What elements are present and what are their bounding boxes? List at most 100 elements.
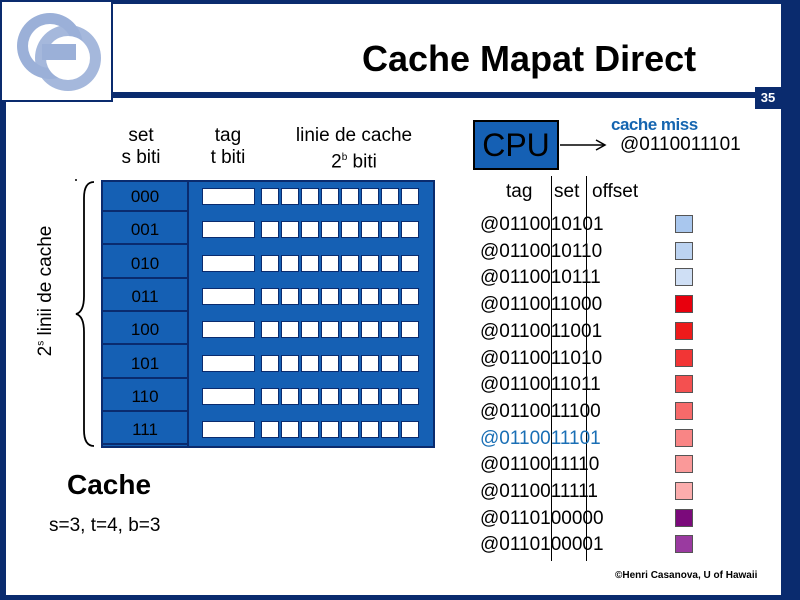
brace-icon — [75, 179, 95, 447]
address-color-swatch — [675, 321, 693, 340]
cache-byte-cell — [401, 421, 419, 439]
cache-byte-cell — [361, 221, 379, 239]
addr-tag-header: tag — [506, 181, 533, 202]
line-header-line1: linie de cache — [295, 125, 413, 146]
header-band — [6, 4, 781, 92]
request-address: @0110011101 — [620, 134, 741, 155]
address-entry: @0110100000 — [480, 507, 604, 529]
cache-byte-cell — [381, 321, 399, 339]
cpu-box: CPU — [473, 120, 559, 170]
cache-byte-cell — [361, 421, 379, 439]
copyright: ©Henri Casanova, U of Hawaii — [615, 570, 758, 581]
address-entry: @0110011111 — [480, 481, 598, 502]
cache-byte-cell — [301, 421, 319, 439]
cache-byte-cell — [281, 421, 299, 439]
cache-byte-cell — [401, 188, 419, 205]
addr-offset-header: offset — [592, 181, 639, 202]
cache-byte-cell — [261, 188, 279, 205]
cache-byte-cell — [321, 354, 339, 372]
address-color-swatch — [675, 482, 693, 500]
cache-byte-cell — [301, 387, 319, 405]
set-column-header: set s biti — [108, 125, 174, 169]
logo-icon — [17, 13, 101, 91]
cache-byte-cell — [281, 287, 299, 305]
cache-byte-cell — [281, 354, 299, 372]
cache-byte-cell — [341, 254, 359, 272]
address-color-swatch — [675, 401, 693, 420]
address-color-swatch — [675, 535, 693, 554]
cache-byte-cell — [381, 421, 399, 439]
cache-byte-cell — [401, 387, 419, 405]
cache-byte-cell — [361, 321, 379, 339]
tag-field — [202, 221, 255, 239]
cache-byte-cell — [261, 221, 279, 239]
address-color-swatch — [675, 241, 693, 260]
cache-byte-cell — [401, 287, 419, 305]
logo — [0, 0, 113, 102]
cache-byte-cell — [341, 387, 359, 405]
set-offset-divider — [586, 176, 587, 561]
cache-byte-cell — [261, 287, 279, 305]
cache-byte-cell — [321, 287, 339, 305]
cache-byte-cell — [401, 354, 419, 372]
cache-byte-cell — [341, 354, 359, 372]
cache-byte-cell — [281, 254, 299, 272]
tag-header-line2: t biti — [210, 147, 246, 168]
tag-field — [202, 188, 255, 205]
tag-field — [202, 387, 255, 405]
address-color-swatch — [675, 375, 693, 394]
cache-byte-cell — [261, 421, 279, 439]
cache-byte-cell — [301, 287, 319, 305]
cache-byte-cell — [301, 254, 319, 272]
cache-byte-cell — [301, 354, 319, 372]
set-index-cell: 111 — [102, 414, 188, 446]
tag-field — [202, 254, 255, 272]
cache-byte-cell — [321, 254, 339, 272]
set-divider — [187, 181, 189, 447]
cache-byte-cell — [381, 221, 399, 239]
cache-byte-cell — [341, 287, 359, 305]
set-index-cell: 101 — [102, 348, 188, 379]
cache-byte-cell — [321, 188, 339, 205]
address-entry: @0110011101 — [480, 427, 601, 449]
cache-byte-cell — [281, 221, 299, 239]
cache-byte-cell — [321, 221, 339, 239]
cache-byte-cell — [381, 287, 399, 305]
page-number: 35 — [755, 87, 781, 109]
cache-byte-cell — [341, 421, 359, 439]
cache-byte-cell — [341, 188, 359, 205]
cache-byte-cell — [381, 188, 399, 205]
cache-byte-cell — [321, 387, 339, 405]
cache-byte-cell — [281, 188, 299, 205]
address-color-swatch — [675, 348, 693, 367]
set-index-cell: 100 — [102, 314, 188, 346]
cache-byte-cell — [361, 254, 379, 272]
cache-byte-cell — [321, 421, 339, 439]
address-color-swatch — [675, 215, 693, 233]
tag-field — [202, 354, 255, 372]
cache-byte-cell — [321, 321, 339, 339]
address-color-swatch — [675, 508, 693, 527]
address-entry: @0110010110 — [480, 240, 603, 262]
cache-byte-cell — [361, 387, 379, 405]
tag-set-divider — [551, 176, 552, 561]
address-entry: @0110010111 — [480, 267, 601, 289]
page-title: Cache Mapat Direct — [362, 38, 697, 79]
address-entry: @0110011011 — [480, 374, 601, 396]
cache-byte-cell — [301, 188, 319, 205]
cache-byte-cell — [301, 221, 319, 239]
set-header-line2: s biti — [121, 147, 161, 168]
address-color-swatch — [675, 268, 693, 287]
arrow-right-icon — [560, 139, 607, 151]
params-label: s=3, t=4, b=3 — [49, 515, 161, 536]
cache-byte-cell — [301, 321, 319, 339]
address-entry: @0110011000 — [480, 294, 603, 316]
cache-byte-cell — [261, 387, 279, 405]
cache-byte-cell — [381, 254, 399, 272]
cache-byte-cell — [381, 387, 399, 405]
set-index-cell: 011 — [102, 281, 188, 312]
tag-header-line1: tag — [214, 125, 242, 146]
tag-field — [202, 321, 255, 339]
set-index-cell: 000 — [102, 181, 188, 212]
tag-field — [202, 421, 255, 439]
